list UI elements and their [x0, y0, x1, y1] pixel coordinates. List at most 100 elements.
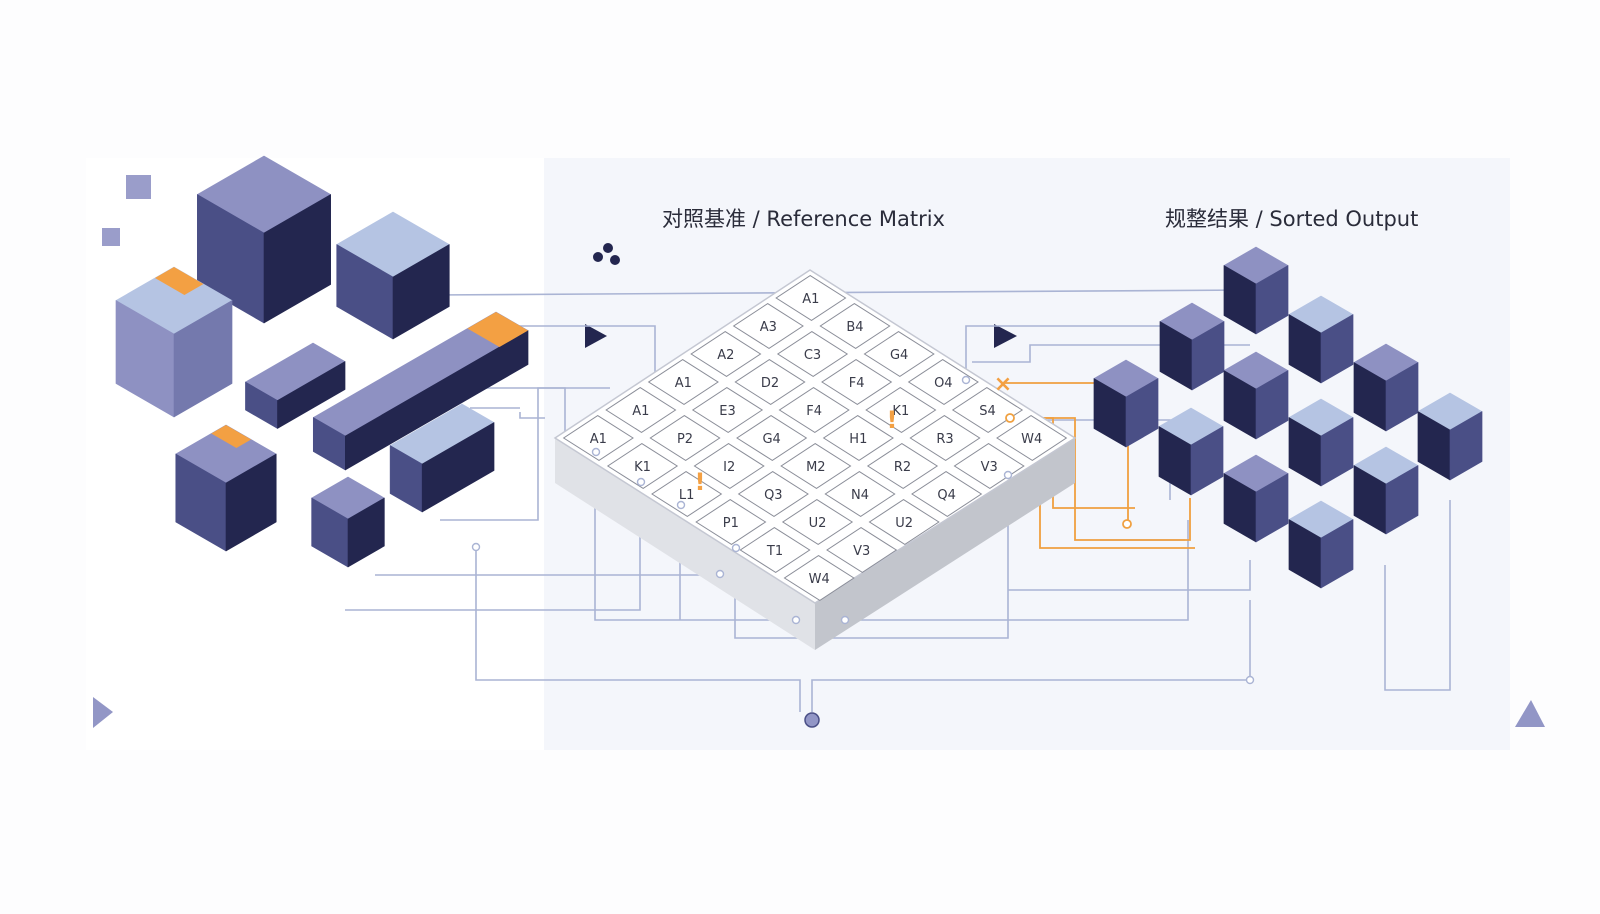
matrix-cell-label: A1	[675, 376, 692, 391]
matrix-top-face	[553, 269, 1077, 604]
sorted-output-title: 规整结果 / Sorted Output	[1165, 207, 1418, 231]
matrix-cell-label: L1	[679, 488, 695, 503]
block-small-cube	[311, 476, 385, 568]
reference-matrix-title: 对照基准 / Reference Matrix	[662, 207, 945, 231]
matrix-cell-label: V3	[981, 460, 998, 475]
matrix-cell	[778, 387, 850, 433]
node	[636, 477, 646, 487]
matrix-right-face	[815, 438, 1075, 650]
block-bar-small	[245, 342, 346, 429]
matrix-cell	[732, 303, 804, 349]
matrix-cell-label: U2	[895, 516, 913, 531]
node	[791, 615, 801, 625]
matrix-cell	[739, 527, 811, 573]
orange-marker	[154, 267, 204, 295]
reference-matrix: A1A3A2A1A1A1B4C3D2E3P2K1G4F4F4G4I2L1O4K1…	[553, 269, 1077, 650]
matrix-cell	[775, 275, 847, 321]
matrix-cell	[863, 331, 935, 377]
play-icon-matrix	[585, 324, 607, 348]
matrix-cell-label: G4	[762, 432, 780, 447]
matrix-cell-label: E3	[719, 404, 736, 419]
reject-icon: ×	[994, 372, 1012, 397]
block-bar-long	[312, 311, 529, 471]
unsorted-blocks	[115, 155, 529, 568]
matrix-cell	[824, 471, 896, 517]
node	[840, 615, 850, 625]
matrix-cell-label: A1	[590, 432, 607, 447]
matrix-cell-label: U2	[809, 516, 827, 531]
matrix-cell-label: P1	[723, 516, 739, 531]
sorted-cube	[1223, 351, 1289, 440]
matrix-cell	[691, 387, 764, 433]
node-orange	[1122, 519, 1132, 529]
alert-icon-k1: !	[887, 406, 898, 434]
matrix-cell-label: W4	[809, 572, 830, 587]
matrix-cell-label: W4	[1021, 432, 1042, 447]
matrix-cell-label: A3	[760, 320, 777, 335]
sorted-cube	[1417, 392, 1483, 481]
block-pale-cube	[336, 211, 450, 340]
matrix-cell	[605, 387, 677, 433]
connection-nodes	[471, 375, 1255, 728]
matrix-cell	[826, 527, 898, 573]
matrix-cell-label: R2	[894, 460, 911, 475]
matrix-cell-label: F4	[849, 376, 865, 391]
triangle-icon-bottom-right	[1515, 700, 1545, 727]
matrix-cell	[865, 387, 937, 433]
matrix-cell	[996, 415, 1068, 461]
sorted-cube	[1353, 446, 1419, 535]
play-icon-bottom-left	[93, 697, 113, 728]
matrix-cell	[606, 443, 679, 489]
matrix-cell-label: N4	[851, 488, 869, 503]
node	[731, 543, 741, 553]
matrix-cell	[822, 415, 894, 461]
matrix-cell	[734, 359, 806, 405]
matrix-cell-label: R3	[936, 432, 953, 447]
hub-node	[804, 712, 820, 728]
sorted-cube	[1288, 398, 1354, 487]
matrix-cell-label: F4	[806, 404, 822, 419]
matrix-cell-label: A2	[717, 348, 734, 363]
sorted-cube	[1158, 407, 1224, 496]
sorted-cube	[1093, 359, 1159, 448]
matrix-cell-label: Q3	[764, 488, 783, 503]
node	[676, 500, 686, 510]
matrix-cell-label: K1	[892, 404, 909, 419]
matrix-cell-label: B4	[846, 320, 863, 335]
sorted-cube	[1223, 454, 1289, 543]
matrix-cell	[780, 443, 852, 489]
matrix-cell	[649, 415, 721, 461]
matrix-cell-label: I2	[723, 460, 735, 475]
node	[471, 542, 481, 552]
matrix-cell	[736, 415, 808, 461]
matrix-cell-label: P2	[677, 432, 693, 447]
matrix-cell	[776, 331, 849, 377]
block-large-cube	[115, 266, 233, 418]
sorted-cube	[1353, 343, 1419, 432]
node	[1245, 675, 1255, 685]
matrix-cell	[781, 499, 854, 545]
node	[591, 447, 601, 457]
sorted-cube	[1288, 500, 1354, 589]
matrix-cell	[695, 499, 767, 545]
decor-square-large	[126, 175, 151, 199]
matrix-cell-label: O4	[934, 376, 953, 391]
matrix-cell	[693, 443, 765, 489]
orange-marker	[211, 425, 252, 448]
matrix-cell-label: K1	[634, 460, 651, 475]
matrix-left-face	[555, 438, 815, 650]
matrix-cell	[821, 359, 893, 405]
matrix-cell	[819, 303, 891, 349]
matrix-cell	[737, 471, 809, 517]
node	[1003, 470, 1013, 480]
matrix-cell-label: S4	[979, 404, 996, 419]
node	[961, 375, 971, 385]
sorted-cubes	[1093, 246, 1483, 589]
matrix-cell	[866, 443, 939, 489]
matrix-cell-label: D2	[761, 376, 779, 391]
sorted-cube	[1288, 295, 1354, 384]
matrix-cell-label: C3	[804, 348, 821, 363]
alert-icon-l1: !	[695, 468, 706, 496]
node	[715, 569, 725, 579]
